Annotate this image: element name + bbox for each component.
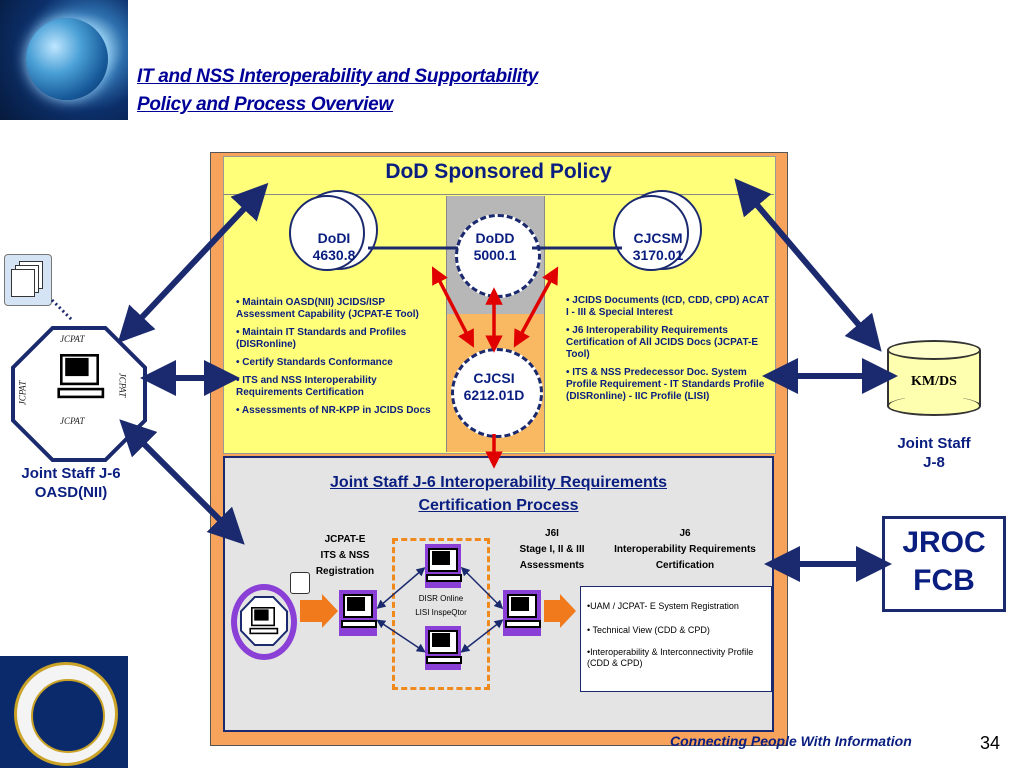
disr-tools-group	[392, 538, 490, 690]
left-bullet-list: • Maintain OASD(NII) JCIDS/ISP Assessmen…	[236, 297, 442, 423]
red-double-arrows	[431, 266, 559, 469]
right-bullet-list: • JCIDS Documents (ICD, CDD, CPD) ACAT I…	[566, 295, 770, 409]
left-bullet: • Maintain OASD(NII) JCIDS/ISP Assessmen…	[236, 297, 419, 320]
cjcsm-document[interactable]	[613, 190, 702, 272]
navy-double-arrows	[117, 178, 898, 582]
jcpat-cycle-ring	[231, 584, 297, 660]
right-bullet: • JCIDS Documents (ICD, CDD, CPD) ACAT I…	[566, 295, 769, 318]
dod-seal-logo	[0, 656, 128, 768]
left-bullet: • Certify Standards Conformance	[236, 357, 393, 368]
arrow-right-icon	[322, 594, 338, 628]
right-bullet: • J6 Interoperability Requirements Certi…	[566, 325, 759, 360]
right-bullet: • ITS & NSS Predecessor Doc. System Prof…	[566, 367, 765, 402]
jcpat-label: JCPAT	[60, 416, 85, 426]
note-item: •UAM / JCPAT- E System Registration	[587, 601, 739, 611]
process-title-line2: Certification Process	[418, 497, 579, 514]
dotted-link	[50, 298, 74, 322]
dodi-document[interactable]	[289, 190, 378, 272]
page-title-line2: Policy and Process Overview	[137, 94, 393, 115]
page-title-line1: IT and NSS Interoperability and Supporta…	[137, 66, 539, 87]
fcb-label: FCB	[913, 564, 975, 597]
arrow-right-icon	[560, 594, 576, 628]
process-small-arrows	[376, 566, 504, 653]
certification-note: •UAM / JCPAT- E System Registration • Te…	[580, 586, 772, 692]
left-bullet: • ITS and NSS Interoperability Requireme…	[236, 375, 377, 398]
note-item: •Interoperability & Interconnectivity Pr…	[587, 647, 754, 668]
kmds-label: KM/DS	[911, 374, 957, 389]
note-item: • Technical View (CDD & CPD)	[587, 625, 710, 635]
policy-header-band	[223, 156, 774, 195]
document-icon	[290, 572, 310, 594]
footer-tagline: Connecting People With Information	[670, 733, 912, 749]
cjcsi-document[interactable]	[451, 348, 543, 438]
jcpat-label: JCPAT	[60, 334, 85, 344]
left-bullet: • Assessments of NR-KPP in JCIDS Docs	[236, 405, 431, 416]
globe-logo	[0, 0, 128, 120]
jroc-label: JROC	[902, 526, 986, 559]
policy-header: DoD Sponsored Policy	[385, 160, 612, 183]
document-stack-icon	[4, 254, 52, 306]
left-bullet: • Maintain IT Standards and Profiles (DI…	[236, 327, 407, 350]
page-number: 34	[980, 733, 1001, 753]
process-title-line1: Joint Staff J-6 Interoperability Require…	[330, 474, 667, 491]
